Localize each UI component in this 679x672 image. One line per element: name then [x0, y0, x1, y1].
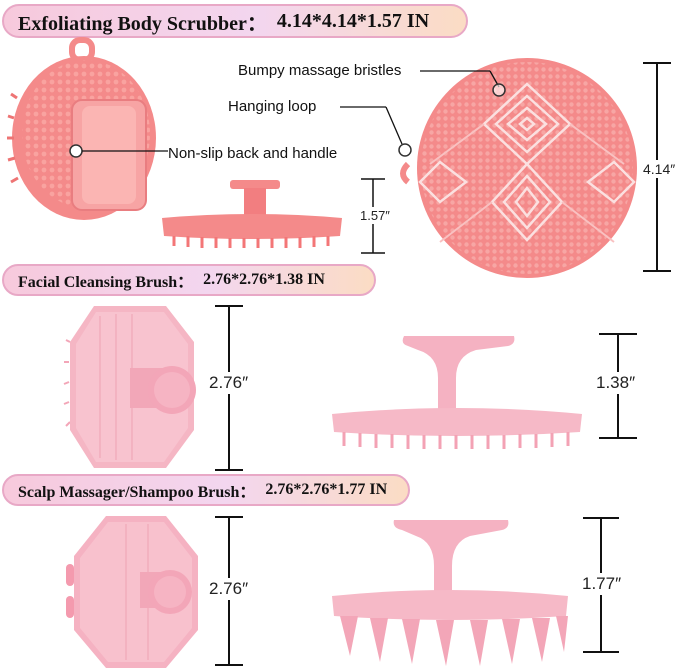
- section-banner-scalp-massager: Scalp Massager/Shampoo Brush： 2.76*2.76*…: [2, 474, 410, 506]
- section-banner-facial-brush: Facial Cleansing Brush： 2.76*2.76*1.38 I…: [2, 264, 376, 296]
- section-dimensions: 4.14*4.14*1.57 IN: [276, 9, 430, 32]
- section-title: Scalp Massager/Shampoo Brush：: [18, 484, 256, 501]
- facial-brush-back-image: [63, 306, 196, 468]
- body-scrubber-side-image: [162, 180, 342, 248]
- loop-callout-line: [340, 106, 412, 157]
- face-width-label: 2.76″: [209, 372, 249, 394]
- section-title: Facial Cleansing Brush：: [18, 274, 194, 291]
- scalp-width-label: 2.76″: [209, 578, 249, 600]
- face-height-label: 1.38″: [596, 372, 636, 394]
- body-height-label: 1.57″: [360, 207, 390, 224]
- section-dimensions: 2.76*2.76*1.38 IN: [203, 271, 325, 288]
- bristles-callout-line: [420, 70, 506, 97]
- section-title: Exfoliating Body Scrubber：: [18, 12, 267, 35]
- bristles-callout-label: Bumpy massage bristles: [238, 62, 402, 79]
- handle-callout-label: Non-slip back and handle: [168, 145, 338, 162]
- handle-callout-line: [69, 144, 168, 158]
- section-banner-body-scrubber: Exfoliating Body Scrubber： 4.14*4.14*1.5…: [2, 4, 468, 38]
- section-dimensions: 2.76*2.76*1.77 IN: [265, 481, 388, 498]
- facial-brush-side-image: [332, 336, 582, 449]
- loop-callout-label: Hanging loop: [228, 98, 317, 115]
- body-scrubber-front-image: [400, 58, 637, 278]
- scalp-height-label: 1.77″: [582, 573, 622, 595]
- scalp-massager-back-image: [66, 516, 198, 668]
- scalp-massager-side-image: [332, 520, 568, 666]
- body-scrubber-back-image: [7, 37, 156, 220]
- body-diameter-label: 4.14″: [643, 160, 676, 178]
